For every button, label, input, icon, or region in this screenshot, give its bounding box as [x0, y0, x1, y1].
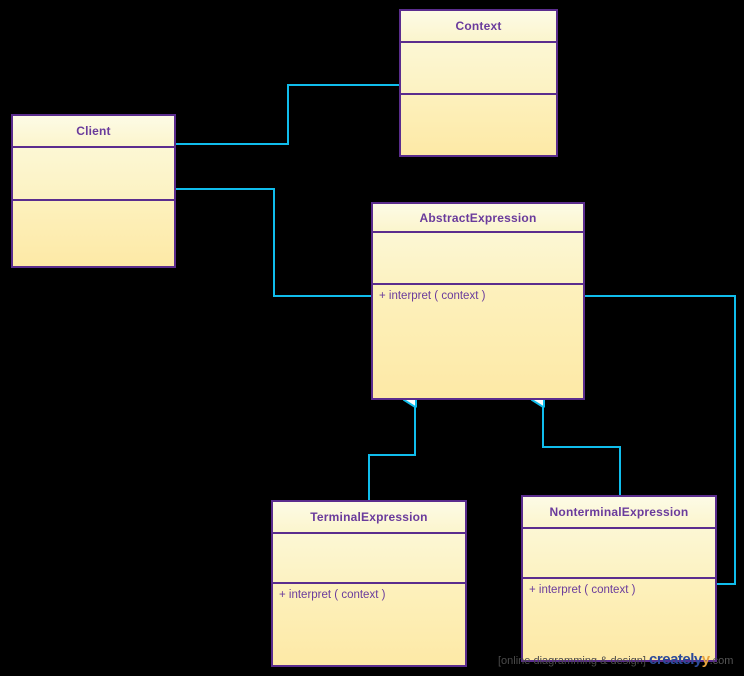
class-name-nonterminal-expression: NonterminalExpression	[523, 497, 715, 529]
class-box-context[interactable]: Context	[399, 9, 558, 157]
class-operations-context	[401, 95, 556, 155]
class-attributes-nonterminal-expression	[523, 529, 715, 579]
operation-line: + interpret ( context )	[279, 589, 386, 601]
class-box-abstract-expression[interactable]: AbstractExpression + interpret ( context…	[371, 202, 585, 400]
class-name-abstract-expression: AbstractExpression	[373, 204, 583, 233]
class-attributes-terminal-expression	[273, 534, 465, 584]
class-box-client[interactable]: Client	[11, 114, 176, 268]
connector-client-to-context	[176, 84, 399, 145]
class-attributes-context	[401, 43, 556, 95]
class-operations-client	[13, 201, 174, 266]
operation-line: + interpret ( context )	[379, 290, 486, 302]
class-operations-terminal-expression: + interpret ( context )	[273, 584, 465, 665]
class-name-client: Client	[13, 116, 174, 148]
class-operations-nonterminal-expression: + interpret ( context )	[523, 579, 715, 660]
class-attributes-abstract-expression	[373, 233, 583, 285]
class-attributes-client	[13, 148, 174, 201]
class-name-terminal-expression: TerminalExpression	[273, 502, 465, 534]
connector-terminal-inherits-abstract	[368, 400, 415, 500]
class-box-terminal-expression[interactable]: TerminalExpression + interpret ( context…	[271, 500, 467, 667]
operation-line: + interpret ( context )	[529, 584, 636, 596]
connector-client-to-abstract-expression	[176, 188, 371, 297]
connector-nonterminal-inherits-abstract	[543, 400, 621, 495]
class-operations-abstract-expression: + interpret ( context )	[373, 285, 583, 398]
class-box-nonterminal-expression[interactable]: NonterminalExpression + interpret ( cont…	[521, 495, 717, 662]
class-name-context: Context	[401, 11, 556, 43]
